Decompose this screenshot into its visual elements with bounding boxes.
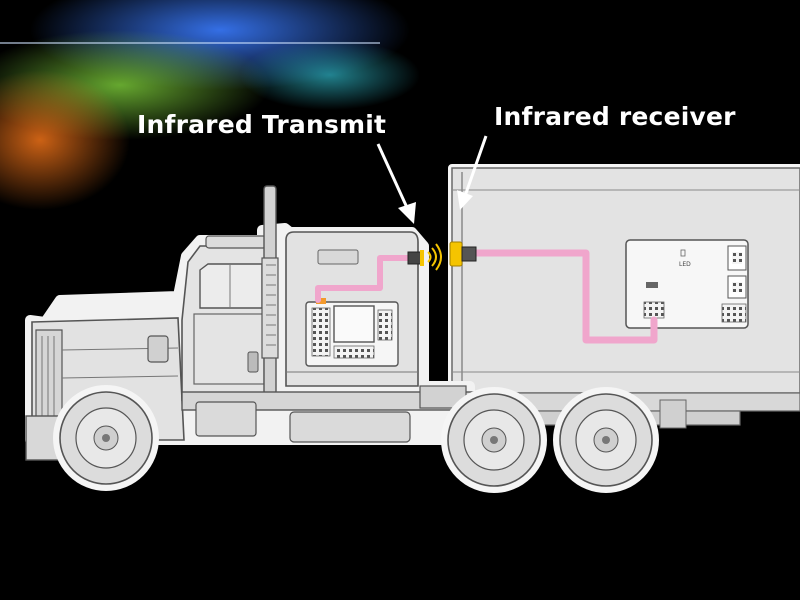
- front-wheel-icon: [53, 385, 159, 491]
- ir-transmitter: [407, 250, 424, 266]
- arrow-icon-transmit: [376, 143, 416, 224]
- infrared-transmit-label: Infrared Transmit: [137, 110, 387, 139]
- drive-wheel-2-icon: [553, 387, 659, 493]
- receiver-module: LED: [625, 239, 749, 329]
- background-glow: [0, 0, 420, 210]
- wifi-signal-icon: [427, 243, 442, 271]
- arrow-icon-receiver: [457, 135, 488, 210]
- wire-routing: [315, 249, 658, 344]
- infrared-receiver-label: Infrared receiver: [494, 102, 736, 131]
- transmitter-control-board: [305, 298, 399, 367]
- module-led-label: LED: [679, 261, 691, 268]
- drive-wheel-1-icon: [441, 387, 547, 493]
- ir-receiver-sensor: [449, 241, 477, 267]
